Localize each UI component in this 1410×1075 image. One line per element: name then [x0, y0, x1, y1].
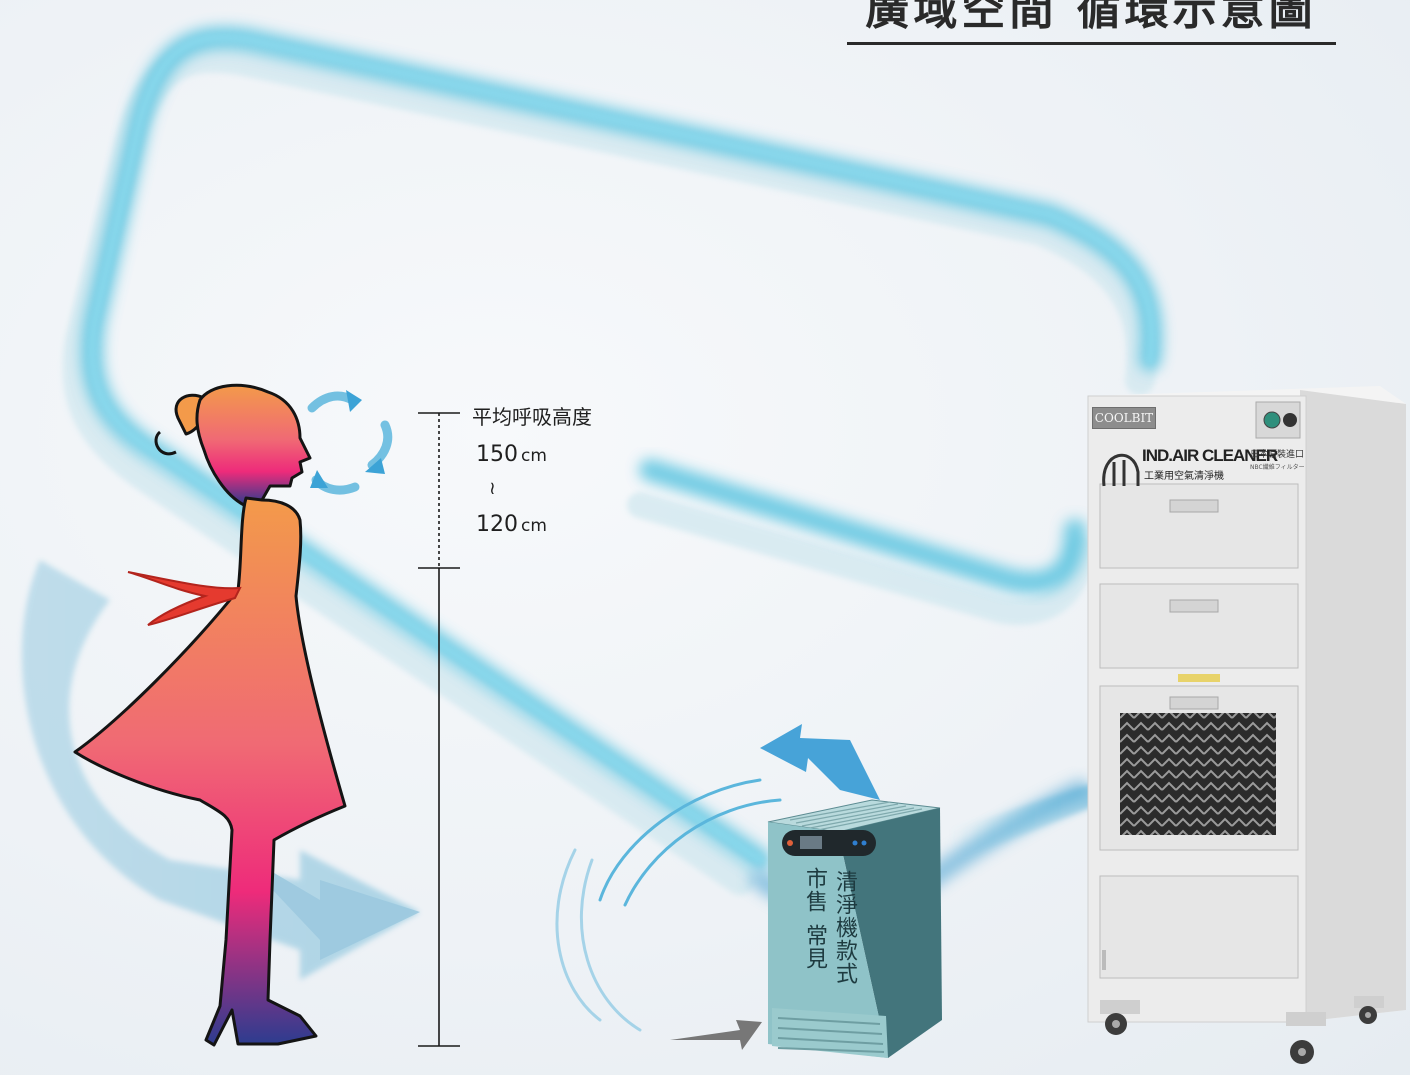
- purifier-outflow-arrow: [760, 724, 880, 800]
- diagram-title: 廣域空間 循環示意圖: [865, 0, 1317, 35]
- airflow-return: [639, 459, 1086, 594]
- industrial-air-cleaner: [1087, 386, 1406, 1064]
- airflow-return-shadow: [627, 492, 1093, 625]
- cleaner-brand: IND.AIR CLEANER: [1142, 446, 1278, 465]
- floor-airflow-band: [21, 560, 420, 980]
- cleaner-origin-line1: 日本原裝進口: [1250, 450, 1305, 460]
- height-lower-value: 120: [476, 512, 518, 537]
- height-ruler: [418, 412, 460, 1047]
- height-lower-unit: cm: [521, 516, 547, 536]
- purifier-intake-arrow: [670, 1020, 762, 1050]
- height-upper-unit: cm: [521, 446, 547, 466]
- airflow-loop-core: [88, 33, 1156, 864]
- floor-airflow-arrow: [235, 850, 420, 960]
- cleaner-brand-sub: 工業用空氣清淨機: [1144, 471, 1224, 482]
- coolbit-logo: COOLBIT: [1092, 407, 1156, 429]
- person-silhouette: [73, 383, 347, 1047]
- breathing-height-label: 平均呼吸高度: [472, 405, 592, 429]
- cleaner-origin-line2: NBC纖維フィルター: [1250, 464, 1305, 471]
- breath-arrowheads: [310, 390, 385, 488]
- purifier-label-common: 常見: [802, 924, 827, 970]
- height-range-separator: ≀: [489, 478, 496, 499]
- purifier-label-market: 市售: [802, 867, 827, 913]
- purifier-label-type: 清淨機款式: [832, 870, 857, 985]
- common-purifier: [767, 799, 942, 1058]
- height-upper-value: 150: [476, 442, 518, 467]
- purifier-airflow-arcs: [555, 778, 782, 1032]
- red-scarf: [127, 571, 242, 626]
- title-underline: [847, 42, 1336, 45]
